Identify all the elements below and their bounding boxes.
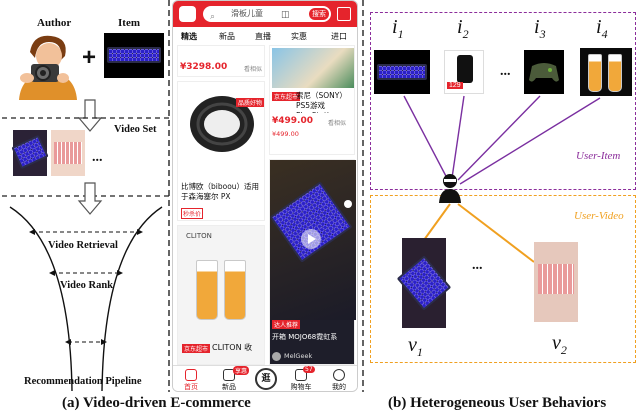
item-label-4: i4: [596, 16, 608, 41]
video-set-label: Video Set: [114, 124, 157, 135]
item-keyboard-image: [374, 50, 430, 94]
video-thumbnail: [51, 130, 85, 176]
item-label-2: i2: [457, 16, 469, 41]
nav-cart[interactable]: 购物车: [290, 383, 312, 391]
video-thumbnail-v1: [396, 238, 452, 328]
left-caption: (a) Video-driven E-commerce: [62, 395, 251, 411]
headphone-ear-pad-icon: [190, 96, 254, 152]
right-caption: (b) Heterogeneous User Behaviors: [388, 395, 607, 411]
product-card[interactable]: ¥3298.00 看相似: [177, 45, 265, 77]
beer-glass-icon: [224, 260, 246, 320]
author-avatar: [272, 352, 281, 361]
video-ellipsis: ...: [472, 258, 483, 273]
product-card[interactable]: 京东超市 索尼（SONY）PS5游戏 PlayStation ¥499.00 看…: [269, 45, 355, 155]
video-label-1: v1: [408, 334, 423, 359]
item-label: Item: [118, 17, 140, 29]
item-label-1: i1: [392, 16, 404, 41]
app-header: ⌕ 滑板儿童 ◫ 搜索: [173, 1, 357, 27]
video-retrieval-label: Video Retrieval: [48, 240, 118, 251]
plus-sign: +: [82, 44, 97, 71]
product-title: 索尼（SONY）PS5游戏 PlayStation: [296, 91, 347, 113]
video-label-2: v2: [552, 332, 567, 357]
video-thumbnail: [11, 130, 49, 176]
product-price: ¥499.00: [272, 116, 313, 126]
home-icon[interactable]: [185, 369, 197, 381]
game-cover-image: [272, 48, 354, 88]
product-card[interactable]: 品质好物 比博欧（biboou）适用于森海塞尔 PX 秒杀价: [177, 81, 265, 221]
video-title-line1: 开箱 MOJO68霓虹系: [272, 333, 338, 341]
user-icon: [439, 174, 461, 203]
vertical-dashed-separator: [362, 0, 364, 392]
similar-tag[interactable]: 看相似: [244, 66, 263, 73]
product-title: 比博欧（biboou）适用于森海塞尔 PX: [181, 182, 260, 201]
shopping-app-screen: ⌕ 滑板儿童 ◫ 搜索 精选 新品 直播 实惠 进口 ¥3298.00 看相似 …: [172, 0, 358, 392]
item-image: [104, 33, 164, 78]
down-arrow-icon: [77, 182, 103, 215]
video-rank-label: Video Rank: [60, 280, 113, 291]
video-card[interactable]: 达人推荐 开箱 MOJO68霓虹系 MelGeek: [269, 159, 356, 365]
vertical-dashed-separator: [168, 0, 170, 392]
tab-live[interactable]: 直播: [255, 32, 271, 41]
dashed-separator: [2, 117, 170, 119]
tab-deals[interactable]: 实惠: [291, 32, 307, 41]
item-ellipsis: ...: [500, 64, 511, 79]
similar-tag[interactable]: 看相似: [328, 120, 347, 127]
product-price: ¥3298.00: [180, 62, 228, 72]
tab-imported[interactable]: 进口: [331, 32, 347, 41]
cart-count-badge: 57: [303, 366, 315, 373]
nav-new[interactable]: 新品: [222, 383, 236, 391]
video-set-ellipsis: ...: [92, 150, 103, 165]
item-beer-image: [580, 48, 632, 96]
recommendation-funnel: [9, 206, 163, 392]
video-author: MelGeek: [284, 352, 313, 360]
author-photographer-icon: [13, 30, 83, 100]
video-thumbnail-v2: [534, 242, 578, 322]
browse-button[interactable]: 逛: [255, 368, 277, 390]
product-card[interactable]: CLITON 京东超市 CLITON 收: [177, 225, 265, 365]
tab-featured[interactable]: 精选: [181, 32, 197, 41]
influencer-badge: 达人推荐: [272, 320, 301, 329]
new-icon[interactable]: [223, 369, 235, 381]
speaker-price: 129: [447, 82, 463, 89]
user-item-box: [370, 12, 636, 190]
camera-icon[interactable]: ◫: [281, 9, 290, 19]
search-button[interactable]: 搜索: [309, 8, 329, 20]
tab-new[interactable]: 新品: [219, 32, 235, 41]
keyboard-video-frame: [269, 160, 356, 320]
category-tabs: 精选 新品 直播 实惠 进口: [173, 29, 357, 43]
bottom-navigation: 首页 享惠 新品 逛 57 购物车 我的: [173, 365, 357, 391]
user-item-label: User-Item: [576, 150, 621, 162]
cart-icon[interactable]: [295, 369, 307, 381]
item-speaker-image: 129: [444, 50, 484, 94]
like-icon[interactable]: [344, 200, 352, 208]
item-controller-image: [524, 50, 564, 94]
search-input[interactable]: ⌕ 滑板儿童 ◫ 搜索: [203, 6, 331, 22]
beer-glass-icon: [196, 260, 218, 320]
user-video-box: [370, 195, 636, 363]
play-icon[interactable]: [300, 228, 322, 250]
quality-badge: 品质好物: [236, 98, 264, 107]
nav-badge: 享惠: [233, 366, 250, 375]
supermarket-badge: 京东超市: [272, 92, 301, 101]
product-title: CLITON 收: [212, 343, 253, 352]
nav-home[interactable]: 首页: [184, 383, 198, 391]
nav-profile[interactable]: 我的: [332, 383, 346, 391]
menu-icon[interactable]: [337, 7, 351, 21]
flash-sale-tag: 秒杀价: [181, 208, 204, 219]
supermarket-badge: 京东超市: [182, 344, 211, 353]
item-label-3: i3: [534, 16, 546, 41]
product-subprice: ¥499.00: [272, 130, 299, 138]
user-video-label: User-Video: [574, 210, 624, 222]
pipeline-label: Recommendation Pipeline: [24, 376, 142, 387]
author-label: Author: [37, 17, 72, 29]
game-controller-icon: [529, 63, 559, 82]
search-icon: ⌕: [210, 11, 216, 21]
brand-label: CLITON: [186, 232, 212, 240]
keyboard-icon: [107, 47, 161, 63]
app-logo-icon: [179, 6, 196, 22]
profile-icon[interactable]: [333, 369, 345, 381]
